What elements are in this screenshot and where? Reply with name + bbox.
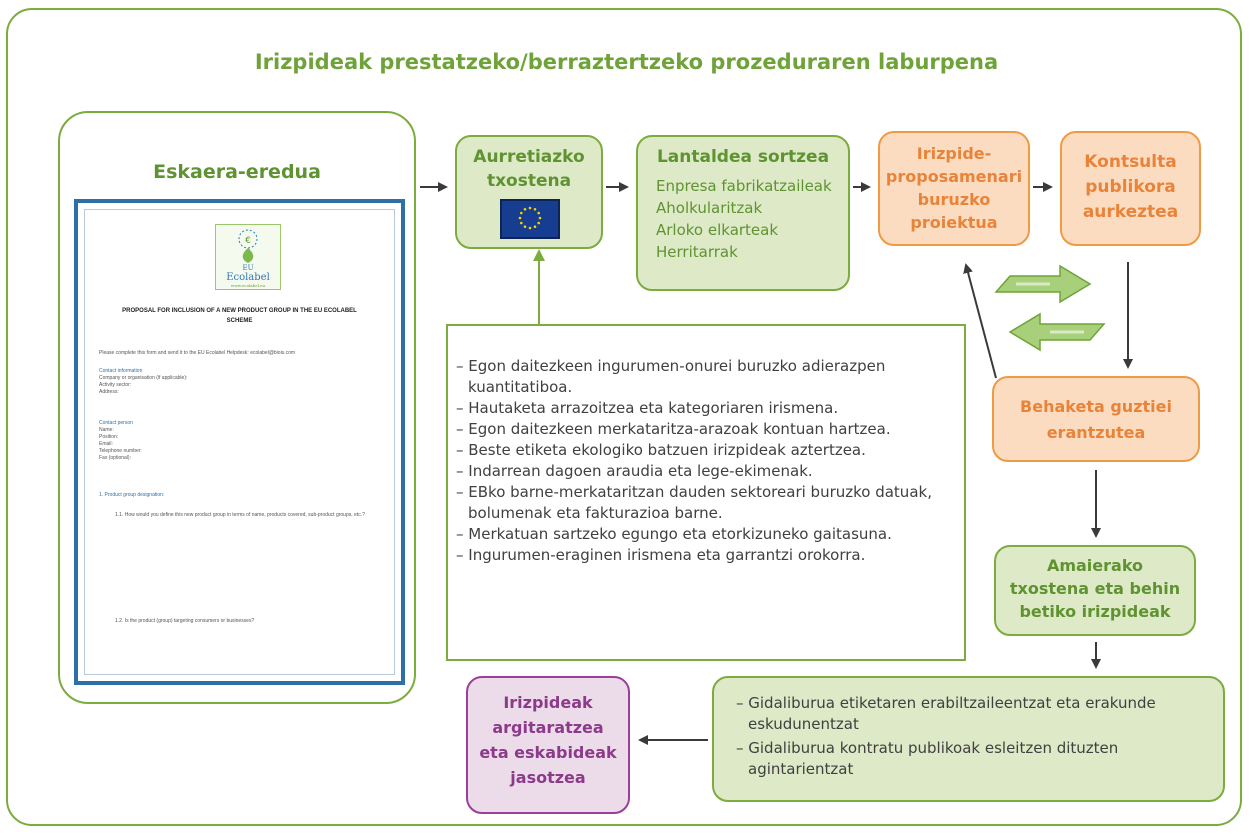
request-form-document: € EU Ecolabel www.ecolabel.eu PROPOSAL F… xyxy=(74,199,405,685)
respond-comments-box xyxy=(992,376,1200,462)
working-group-item: Herritarrak xyxy=(656,243,738,261)
ecolabel-flower-icon: € xyxy=(238,229,258,263)
document-page: € EU Ecolabel www.ecolabel.eu PROPOSAL F… xyxy=(84,209,395,675)
draft-proposal-line: Irizpide- xyxy=(916,144,992,163)
guides-box xyxy=(712,676,1225,802)
publication-line: Irizpideak xyxy=(503,693,593,712)
contact-person-line: Telephone number: xyxy=(99,448,142,454)
section-1-heading: 1. Product group designation: xyxy=(99,492,165,498)
working-group-box xyxy=(636,135,850,291)
final-report-line: Amaierako xyxy=(1046,556,1144,575)
preliminary-report-label: Aurretiazko txostena xyxy=(455,145,603,193)
draft-proposal-line: proposamenari xyxy=(885,167,1023,186)
preliminary-report-line: txostena xyxy=(486,171,572,191)
report-contents-item: – Beste etiketa ekologiko batzuen irizpi… xyxy=(456,441,866,459)
report-contents-list: – Egon daitezkeen ingurumen-onurei buruz… xyxy=(456,356,956,566)
contact-info-line: Activity sector: xyxy=(99,382,132,388)
page-title: Irizpideak prestatzeko/berraztertzeko pr… xyxy=(254,50,999,74)
report-contents-box xyxy=(446,324,966,661)
document-title: PROPOSAL FOR INCLUSION OF A NEW PRODUCT … xyxy=(122,308,357,324)
public-consultation-label: Kontsulta publikora aurkeztea xyxy=(1060,150,1201,225)
final-report-line: betiko irizpideak xyxy=(1019,602,1171,621)
report-contents-item: – Ingurumen-eraginen irismena eta garran… xyxy=(456,546,866,564)
publication-line: argitaratzea xyxy=(492,718,604,737)
draft-proposal-line: proiektua xyxy=(910,213,998,232)
working-group-item: Arloko elkarteak xyxy=(656,221,779,239)
question-1-2: 1.2. Is the product (group) targeting co… xyxy=(115,618,255,624)
cycle-arrows-icon xyxy=(994,264,1106,352)
arrow-respond-to-draft xyxy=(963,263,997,379)
outer-frame xyxy=(6,8,1242,826)
report-contents-item: – Indarrean dagoen araudia eta lege-ekim… xyxy=(456,462,813,480)
report-contents-item: – Merkatuan sartzeko egungo eta etorkizu… xyxy=(456,525,892,543)
report-contents-item: – Egon daitezkeen merkataritza-arazoak k… xyxy=(456,420,891,438)
publication-line: jasotzea xyxy=(510,768,586,787)
preliminary-report-line: Aurretiazko xyxy=(473,147,585,167)
public-consultation-line: publikora xyxy=(1085,177,1176,197)
ecolabel-logo-text: EU Ecolabel www.ecolabel.eu xyxy=(216,264,280,289)
report-contents-item: – Egon daitezkeen ingurumen-onurei buruz… xyxy=(456,357,886,396)
contact-person-line: Email: xyxy=(99,441,113,447)
public-consultation-line: aurkeztea xyxy=(1082,202,1179,222)
ecolabel-logo-url: www.ecolabel.eu xyxy=(230,283,266,288)
guides-item: – Gidaliburua kontratu publikoak esleitz… xyxy=(736,739,1119,778)
guides-item: – Gidaliburua etiketaren erabiltzaileent… xyxy=(736,694,1156,733)
final-report-label: Amaierako txostena eta behin betiko iriz… xyxy=(994,554,1196,623)
final-report-line: txostena eta behin xyxy=(1009,579,1181,598)
respond-comments-label: Behaketa guztiei erantzutea xyxy=(992,394,1200,446)
contact-info-line: Address: xyxy=(99,389,119,395)
draft-proposal-line: buruzko xyxy=(917,190,991,209)
respond-comments-line: Behaketa guztiei xyxy=(1020,397,1172,416)
public-consultation-box xyxy=(1060,131,1201,246)
report-contents-item: – Hautaketa arrazoitzea eta kategoriaren… xyxy=(456,399,839,417)
document-intro: Please complete this form and send it to… xyxy=(99,350,296,356)
final-report-box xyxy=(994,545,1196,636)
publication-label: Irizpideak argitaratzea eta eskabideak j… xyxy=(466,690,630,790)
svg-text:€: € xyxy=(245,236,251,246)
eu-flag-icon xyxy=(500,199,560,239)
publication-box xyxy=(466,676,630,814)
draft-proposal-box xyxy=(878,131,1030,246)
guides-list: – Gidaliburua etiketaren erabiltzaileent… xyxy=(736,693,1206,780)
ecolabel-logo-sub: EU xyxy=(242,264,254,272)
contact-info-heading: Contact information xyxy=(99,368,143,374)
contact-person-line: Fax (optional): xyxy=(99,455,131,461)
contact-person-line: Position: xyxy=(99,434,119,440)
report-contents-item: – EBko barne-merkataritzan dauden sektor… xyxy=(456,483,932,522)
working-group-item: Enpresa fabrikatzaileak xyxy=(656,177,832,195)
working-group-list: Enpresa fabrikatzaileak Aholkularitzak A… xyxy=(656,175,846,263)
draft-proposal-label: Irizpide- proposamenari buruzko proiektu… xyxy=(878,142,1030,234)
question-1-1: 1.1. How would you define this new produ… xyxy=(115,512,365,518)
contact-person-heading: Contact person xyxy=(99,420,133,426)
public-consultation-line: Kontsulta xyxy=(1084,152,1177,172)
working-group-item: Aholkularitzak xyxy=(656,199,763,217)
respond-comments-line: erantzutea xyxy=(1046,423,1146,442)
working-group-heading: Lantaldea sortzea xyxy=(656,147,830,167)
contact-person-line: Name: xyxy=(99,427,114,433)
request-form-heading: Eskaera-eredua xyxy=(153,161,321,183)
publication-line: eta eskabideak xyxy=(479,743,617,762)
contact-info-line: Company or organisation (if applicable): xyxy=(99,375,188,381)
ecolabel-logo: € EU Ecolabel www.ecolabel.eu xyxy=(215,224,281,290)
ecolabel-logo-name: Ecolabel xyxy=(226,272,270,283)
